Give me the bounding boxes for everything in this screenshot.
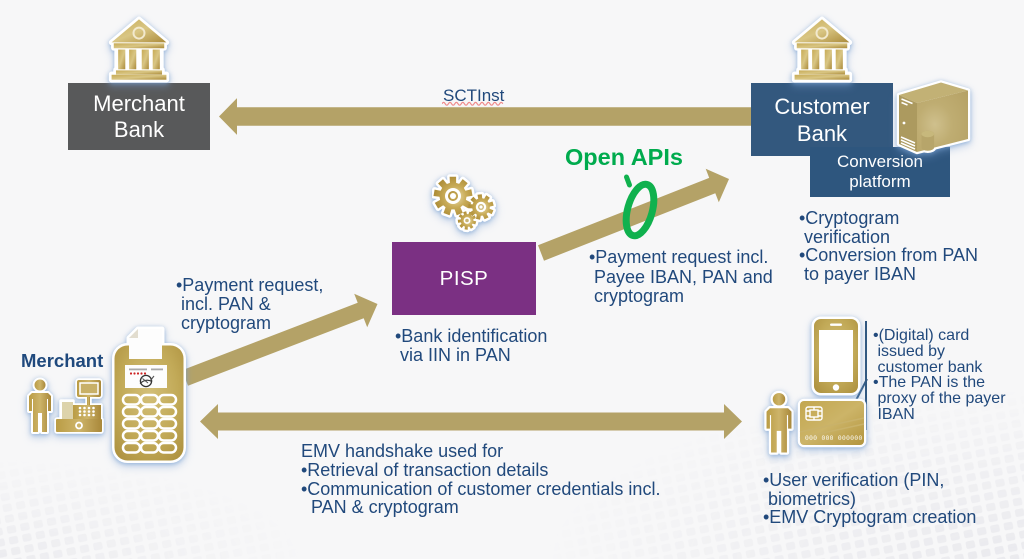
svg-text:000 000 000000: 000 000 000000 <box>805 435 863 442</box>
